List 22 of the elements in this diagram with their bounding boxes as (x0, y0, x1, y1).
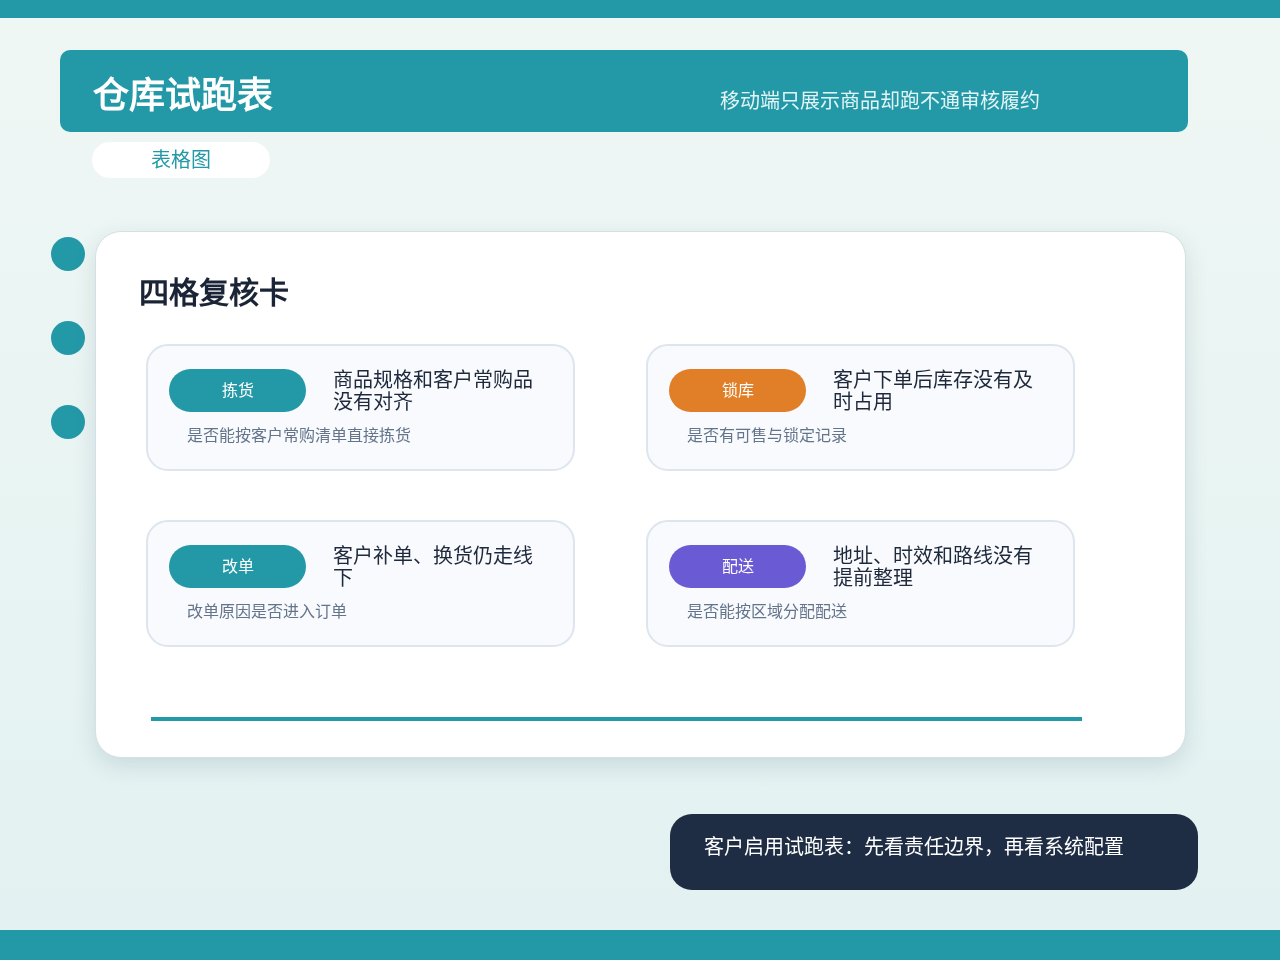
question-text: 改单原因是否进入订单 (187, 602, 347, 622)
category-pill: 改单 (169, 545, 306, 588)
panel-heading: 四格复核卡 (139, 276, 289, 310)
subtitle: 移动端只展示商品却跑不通审核履约 (720, 89, 1040, 113)
page-title: 仓库试跑表 (93, 75, 273, 117)
tag-pill: 表格图 (92, 142, 270, 178)
check-card (146, 344, 575, 471)
category-pill: 拣货 (169, 369, 306, 412)
question-text: 是否有可售与锁定记录 (687, 426, 847, 446)
check-card (646, 520, 1075, 647)
check-card (146, 520, 575, 647)
note-banner: 客户启用试跑表：先看责任边界，再看系统配置 (670, 814, 1198, 890)
issue-text: 客户下单后库存没有及时占用 (833, 369, 1034, 413)
question-text: 是否能按区域分配配送 (687, 602, 847, 622)
question-text: 是否能按客户常购清单直接拣货 (187, 426, 411, 446)
issue-text: 地址、时效和路线没有提前整理 (833, 545, 1034, 589)
issue-text: 商品规格和客户常购品没有对齐 (333, 369, 534, 413)
check-card (646, 344, 1075, 471)
category-pill: 锁库 (669, 369, 806, 412)
panel-card (95, 231, 1186, 758)
category-pill: 配送 (669, 545, 806, 588)
issue-text: 客户补单、换货仍走线下 (333, 545, 534, 589)
